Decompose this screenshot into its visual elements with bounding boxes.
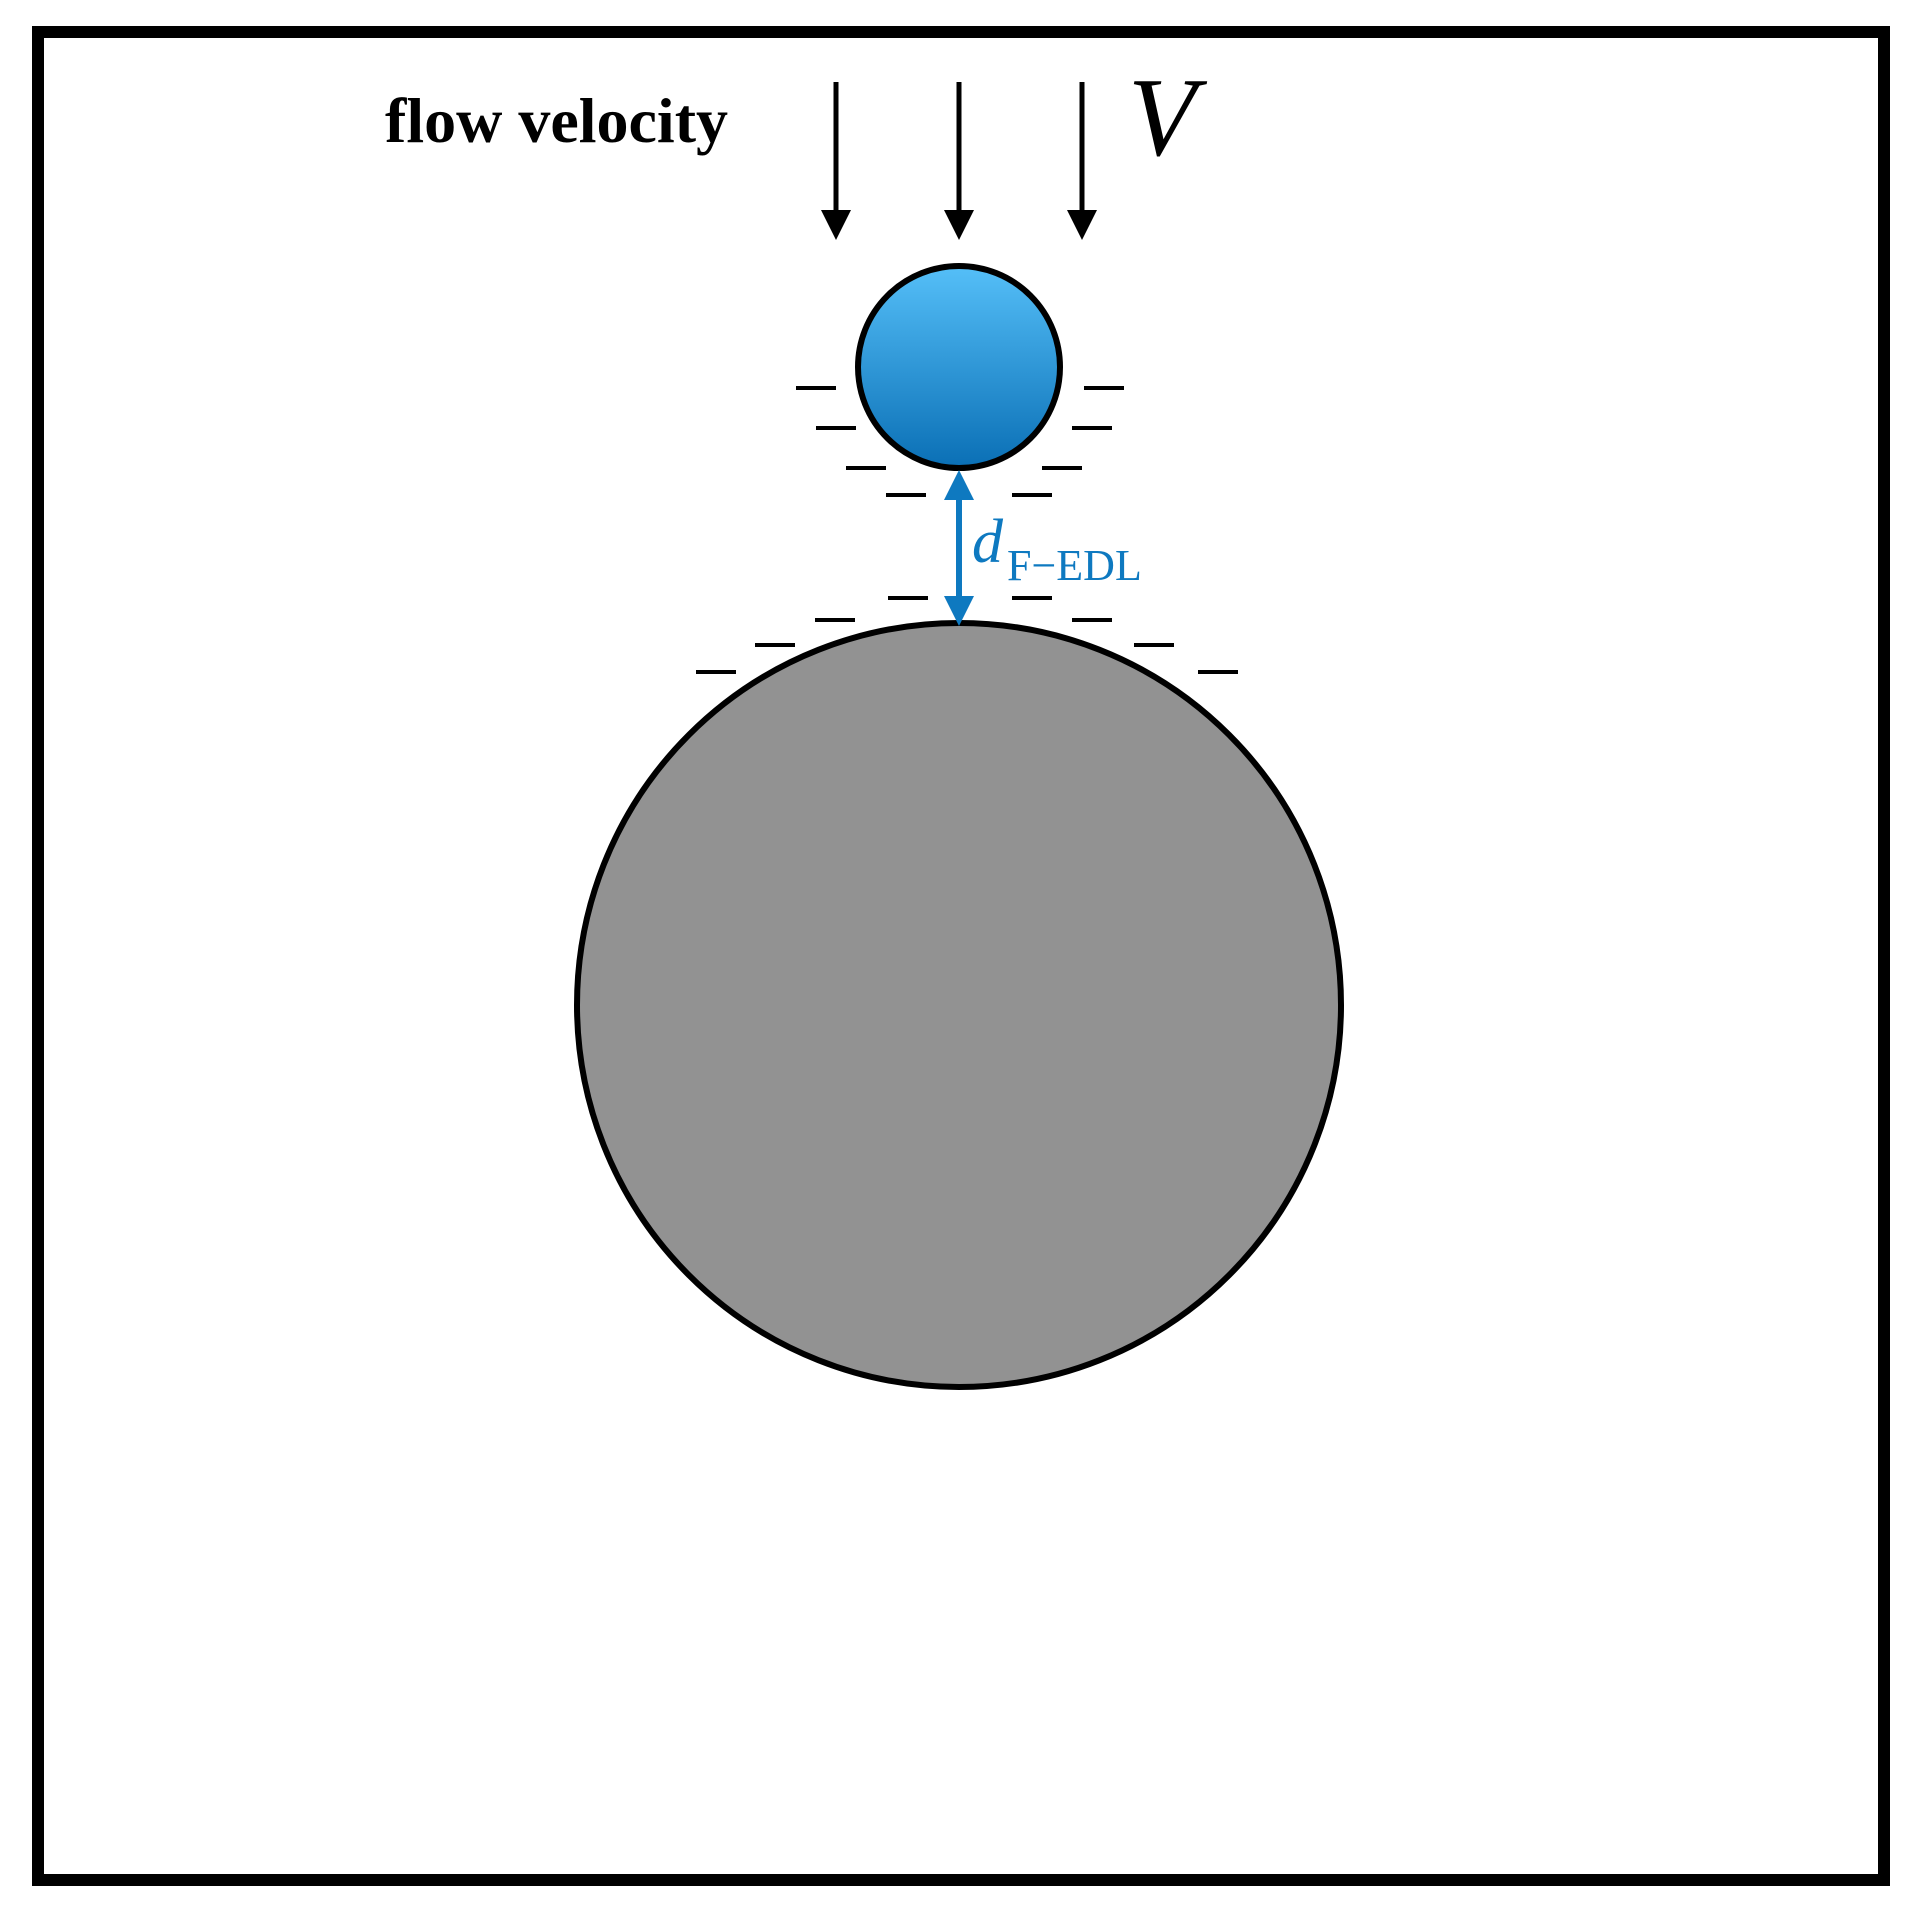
distance-arrow	[944, 470, 974, 626]
distance-arrow-head-down	[944, 596, 974, 626]
velocity-symbol: V	[1128, 56, 1208, 180]
large-sphere	[574, 620, 1344, 1390]
flow-arrow-center-head	[944, 210, 974, 240]
flow-arrow-left-head	[821, 210, 851, 240]
frame-border	[32, 26, 1890, 1886]
distance-symbol: d	[972, 508, 1004, 576]
large-sphere-charges	[696, 596, 1238, 674]
small-sphere	[855, 263, 1063, 471]
flow-arrows	[821, 82, 1097, 240]
distance-subscript: F−EDL	[1007, 541, 1142, 590]
flow-arrow-right-head	[1067, 210, 1097, 240]
distance-arrow-head-up	[944, 470, 974, 500]
flow-velocity-label: flow velocity	[385, 85, 728, 156]
small-sphere-charges	[796, 386, 1124, 497]
distance-label: d F−EDL	[972, 508, 1142, 590]
